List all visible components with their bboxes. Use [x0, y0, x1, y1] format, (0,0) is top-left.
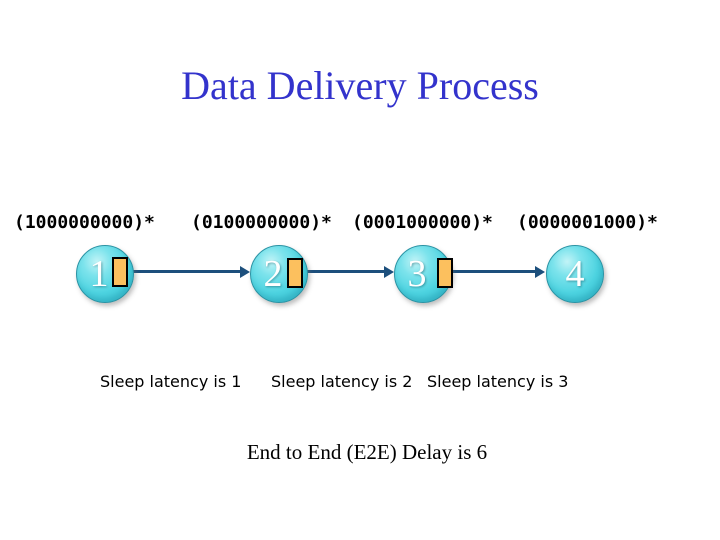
arrowhead-icon: [384, 266, 394, 278]
node-number: 3: [407, 253, 427, 295]
sleep-latency-label-2: Sleep latency is 2: [271, 372, 413, 391]
arrowhead-icon: [240, 266, 250, 278]
node-number: 4: [565, 253, 585, 295]
connector-line: [452, 270, 537, 273]
node-circle-3: 3: [394, 245, 452, 303]
sequence-label-node-1: (1000000000)*: [14, 212, 155, 233]
slide-title: Data Delivery Process: [181, 63, 539, 108]
sequence-label-node-2: (0100000000)*: [191, 212, 332, 233]
sequence-label-node-4: (0000001000)*: [517, 212, 658, 233]
node-number: 1: [89, 253, 109, 295]
sleep-latency-label-3: Sleep latency is 3: [427, 372, 569, 391]
buffer-rect-node-2: [287, 258, 303, 288]
connector-line: [302, 270, 386, 273]
sequence-label-node-3: (0001000000)*: [352, 212, 493, 233]
connector-arrow-2-to-3: [302, 264, 394, 280]
sleep-latency-label-1: Sleep latency is 1: [100, 372, 242, 391]
connector-arrow-3-to-4: [452, 264, 545, 280]
connector-line: [128, 270, 242, 273]
node-circle-4: 4: [546, 245, 604, 303]
node-number: 2: [263, 253, 283, 295]
arrowhead-icon: [535, 266, 545, 278]
buffer-rect-node-3: [437, 258, 453, 288]
buffer-rect-node-1: [112, 257, 128, 287]
e2e-delay-caption: End to End (E2E) Delay is 6: [246, 440, 488, 464]
connector-arrow-1-to-2: [128, 264, 250, 280]
